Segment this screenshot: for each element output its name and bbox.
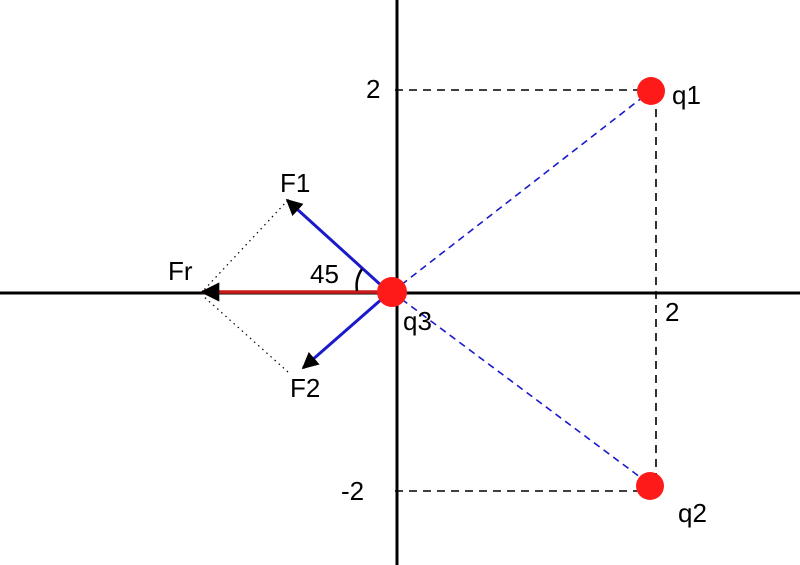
angle-label: 45 <box>310 259 339 289</box>
force-f2-arrow <box>301 296 384 370</box>
angle-arc <box>355 268 364 292</box>
charge-q3-label: q3 <box>403 306 432 336</box>
y-tick-neg-label: -2 <box>341 476 364 506</box>
resultant-force-label: Fr <box>168 256 193 286</box>
construction-f2-to-fr <box>201 294 289 373</box>
charge-q1-label: q1 <box>672 80 701 110</box>
force-f1-label: F1 <box>280 168 310 198</box>
y-tick-pos-label: 2 <box>366 74 380 104</box>
charge-q2-marker <box>636 472 664 500</box>
construction-f1-to-fr <box>201 199 289 293</box>
charge-q1-marker <box>637 77 665 105</box>
line-q3-q2 <box>391 291 653 487</box>
charge-q3-marker <box>377 277 407 307</box>
line-q3-q1 <box>391 89 653 293</box>
charge-q2-label: q2 <box>678 498 707 528</box>
force-f1-arrow <box>285 198 385 289</box>
force-f2-label: F2 <box>290 373 320 403</box>
x-tick-pos-label: 2 <box>665 297 679 327</box>
